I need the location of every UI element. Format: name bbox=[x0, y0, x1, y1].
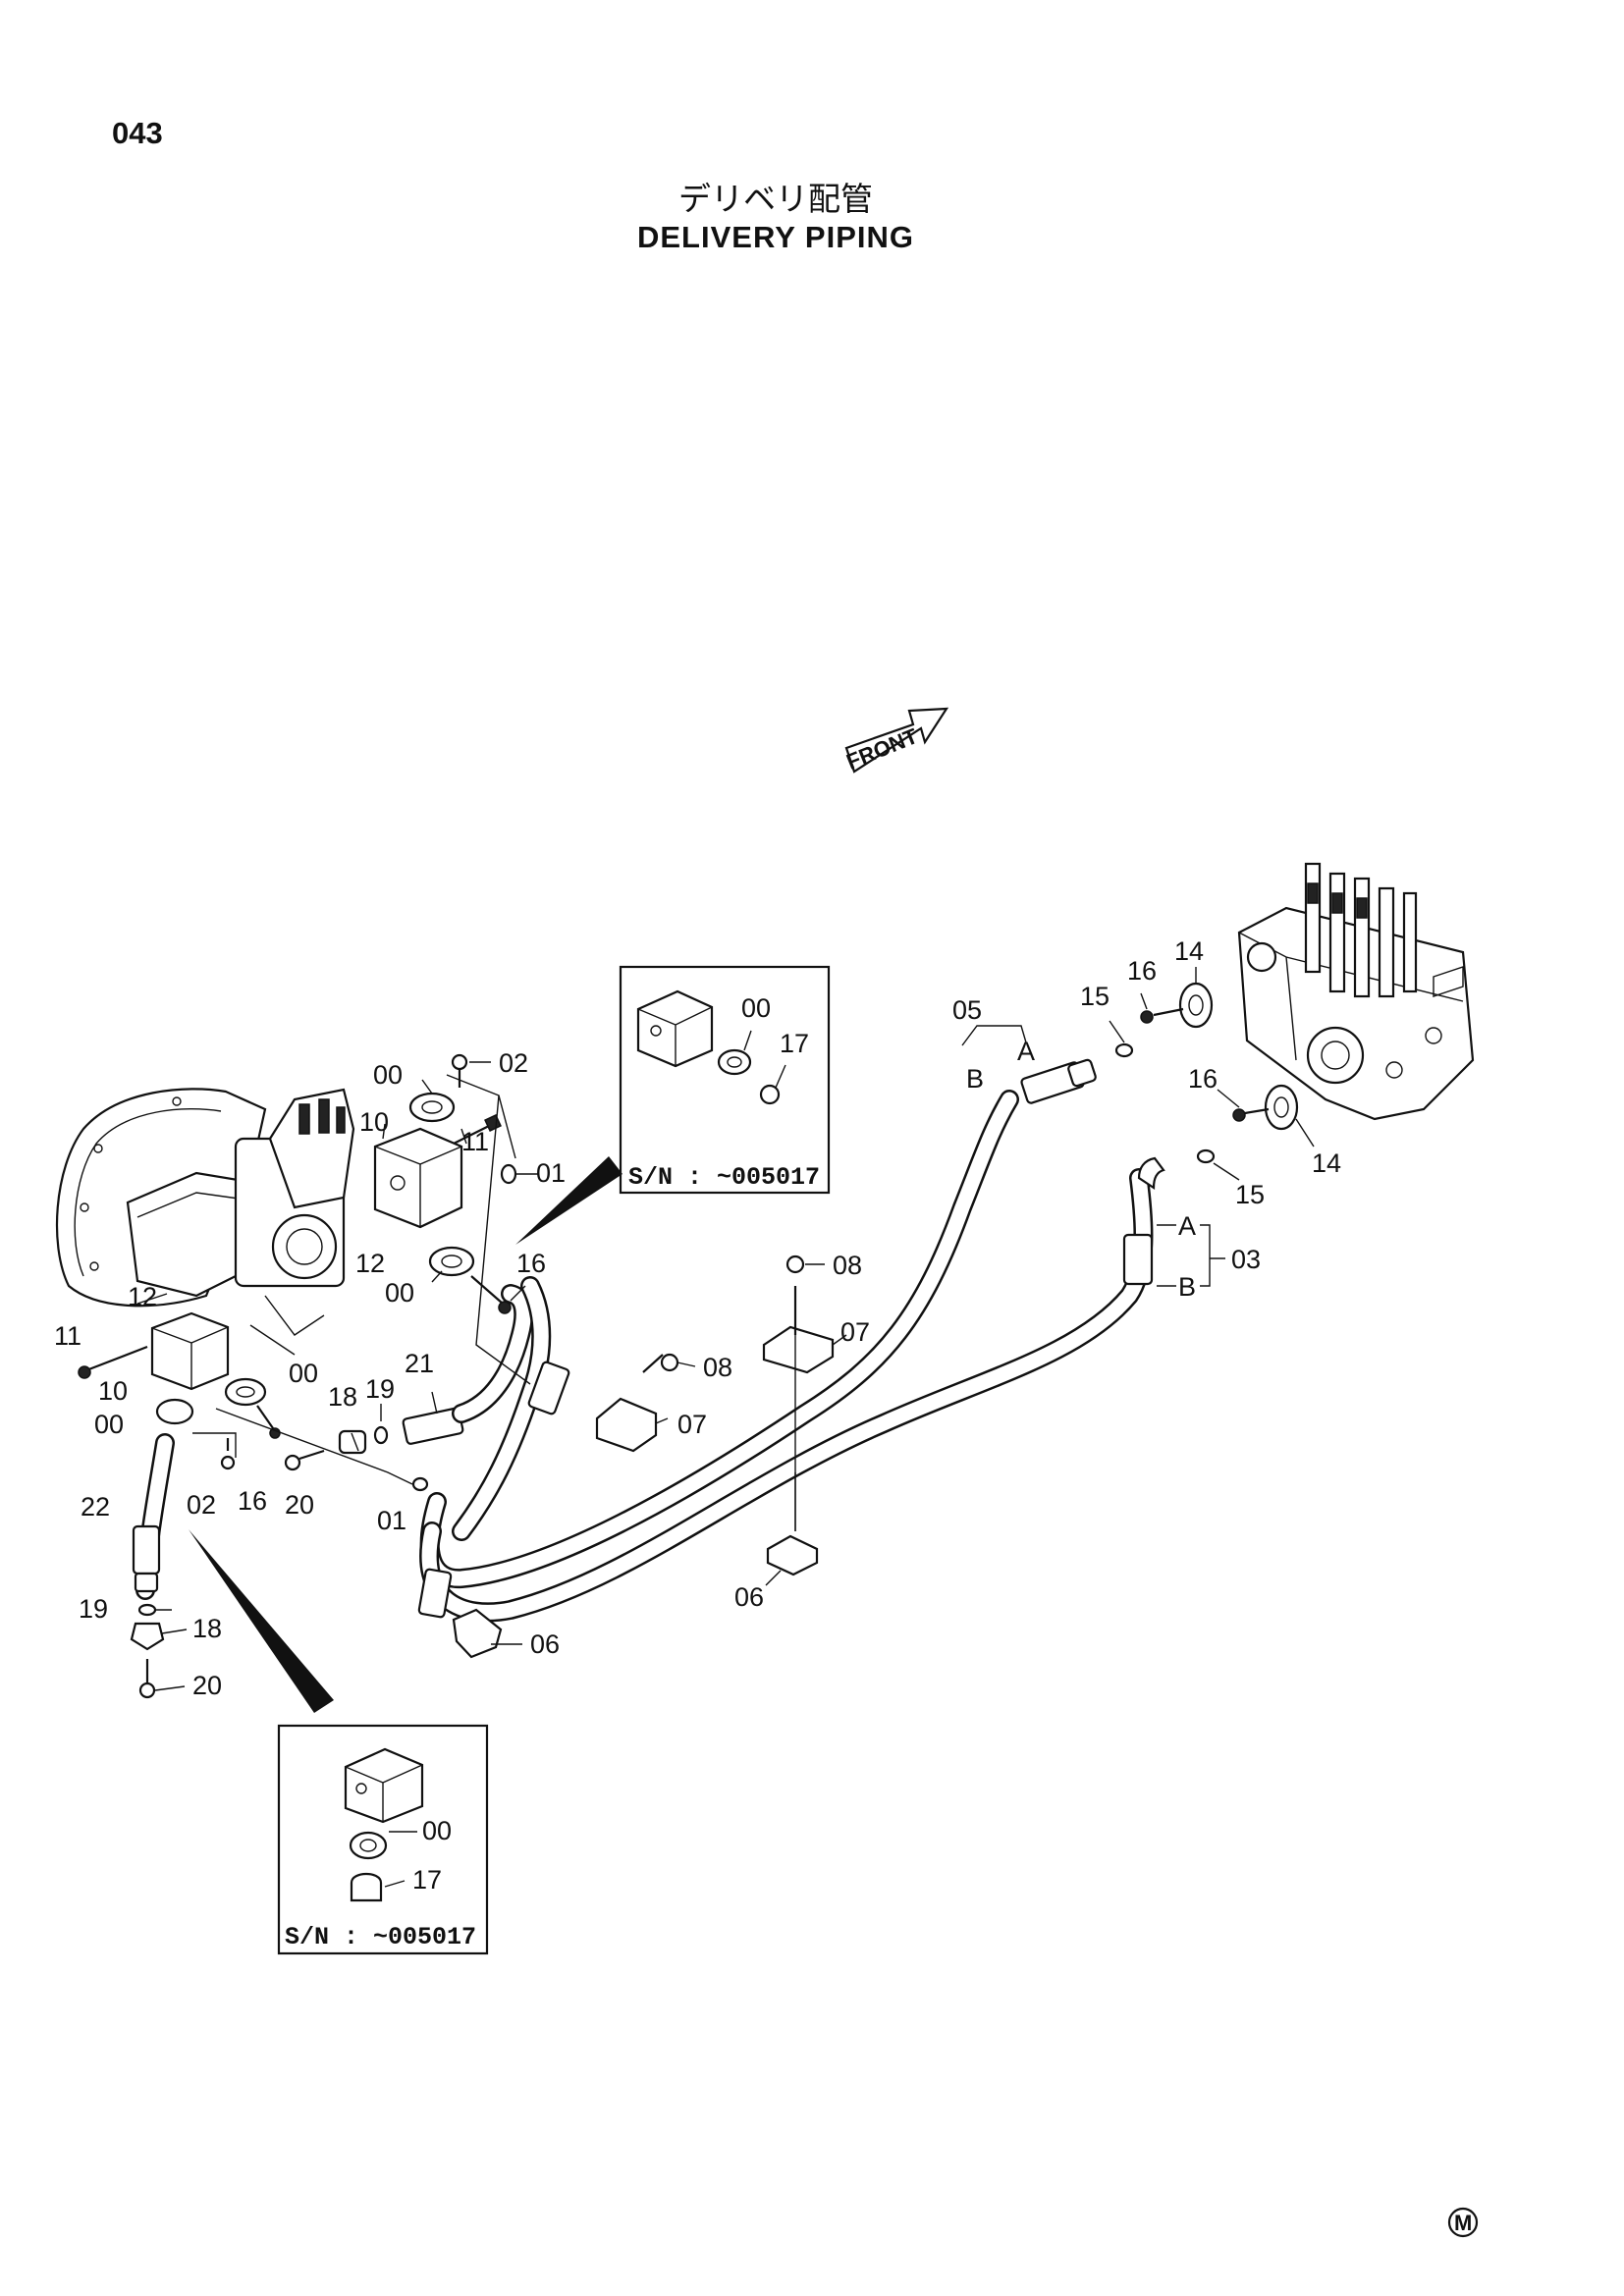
split-flange-mid bbox=[428, 1246, 475, 1277]
callout-02: 02 bbox=[499, 1048, 528, 1078]
callout-00: 00 bbox=[385, 1278, 414, 1308]
callout-18: 18 bbox=[328, 1382, 357, 1412]
hose-upper-branch bbox=[417, 1276, 570, 1619]
o-ring-19-mid bbox=[373, 1425, 389, 1445]
callout-20: 20 bbox=[285, 1490, 314, 1520]
inset-top-label-00: 00 bbox=[741, 993, 771, 1023]
bolt-02-lower bbox=[220, 1438, 236, 1470]
main-hose-05 bbox=[419, 1058, 1097, 1589]
callout-14: 14 bbox=[1174, 936, 1204, 966]
split-flange-14-lower bbox=[1264, 1084, 1299, 1131]
callout-16: 16 bbox=[1188, 1064, 1218, 1094]
callout-08: 08 bbox=[703, 1353, 732, 1382]
callout-22: 22 bbox=[81, 1492, 110, 1522]
inset-pointer-top bbox=[515, 1156, 623, 1245]
main-hose-03 bbox=[419, 1156, 1165, 1623]
callout-19: 19 bbox=[79, 1594, 108, 1624]
callout-01: 01 bbox=[536, 1158, 566, 1188]
inset-bottom-label-00: 00 bbox=[422, 1816, 452, 1845]
callout-14: 14 bbox=[1312, 1148, 1341, 1178]
callout-19: 19 bbox=[365, 1374, 395, 1404]
callout-00: 00 bbox=[289, 1359, 318, 1388]
inset-bottom-label-17: 17 bbox=[412, 1865, 442, 1895]
adapter-18-mid bbox=[338, 1429, 367, 1455]
bolt-02-upper bbox=[451, 1053, 468, 1088]
callout-02: 02 bbox=[187, 1490, 216, 1520]
control-valve bbox=[1237, 862, 1475, 1121]
callout-12: 12 bbox=[128, 1282, 157, 1311]
callout-00: 00 bbox=[94, 1410, 124, 1439]
hose-22 bbox=[132, 1398, 194, 1600]
bracket-06-left bbox=[452, 1608, 503, 1659]
inset-top-serial: S/N : ~005017 bbox=[628, 1163, 820, 1192]
split-flange-lower bbox=[224, 1377, 267, 1407]
callout-10: 10 bbox=[359, 1107, 389, 1137]
callout-labels: 00 02 10 11 01 12 12 00 16 11 10 00 00 1… bbox=[54, 936, 1341, 1700]
leader-lines bbox=[136, 967, 1315, 1691]
bolt-16-mid bbox=[470, 1275, 512, 1314]
callout-06: 06 bbox=[734, 1582, 764, 1612]
bolt-20-lower bbox=[138, 1659, 156, 1699]
o-ring-upper bbox=[500, 1163, 517, 1185]
callout-00: 00 bbox=[373, 1060, 403, 1090]
bolt-16-upper-right bbox=[1140, 1007, 1184, 1024]
callout-20: 20 bbox=[192, 1671, 222, 1700]
inset-top-label-17: 17 bbox=[780, 1029, 809, 1058]
page-number: 043 bbox=[112, 116, 163, 150]
hose03-end-b: B bbox=[1178, 1272, 1196, 1302]
callout-10: 10 bbox=[98, 1376, 128, 1406]
callout-16: 16 bbox=[238, 1486, 267, 1516]
o-ring-15-upper bbox=[1114, 1042, 1134, 1058]
inset-pointer-bottom bbox=[189, 1529, 334, 1713]
bolt-11-lower bbox=[78, 1345, 148, 1379]
hose05-end-b: B bbox=[966, 1064, 984, 1094]
split-flange-14-upper bbox=[1178, 982, 1214, 1029]
callout-15: 15 bbox=[1235, 1180, 1265, 1209]
clamp-07-left bbox=[595, 1353, 679, 1453]
bolt-20-mid bbox=[284, 1449, 325, 1471]
bolt-16-lower bbox=[256, 1405, 281, 1439]
inset-bottom: 00 17 S/N : ~005017 bbox=[277, 1724, 489, 1955]
front-label: FRONT bbox=[843, 723, 922, 774]
callout-11: 11 bbox=[54, 1321, 81, 1351]
callout-16: 16 bbox=[516, 1249, 546, 1278]
pump-assembly bbox=[55, 1088, 355, 1356]
adapter-18-lower bbox=[130, 1622, 165, 1651]
o-ring-15-lower bbox=[1196, 1148, 1216, 1164]
inset-top: 00 17 S/N : ~005017 bbox=[619, 965, 831, 1195]
corner-mark: M bbox=[1447, 2207, 1479, 2238]
title-english: DELIVERY PIPING bbox=[636, 220, 914, 254]
o-ring-19-lower bbox=[137, 1603, 157, 1617]
callout-15: 15 bbox=[1080, 982, 1110, 1011]
callout-03: 03 bbox=[1231, 1245, 1261, 1274]
callout-21: 21 bbox=[405, 1349, 434, 1378]
flange-block-upper bbox=[373, 1127, 463, 1229]
callout-18: 18 bbox=[192, 1614, 222, 1643]
corner-mark-letter: M bbox=[1454, 2211, 1472, 2235]
callout-05: 05 bbox=[952, 995, 982, 1025]
bolt-16-lower-right bbox=[1232, 1107, 1270, 1122]
callout-16: 16 bbox=[1127, 956, 1157, 986]
o-ring-01-lower bbox=[411, 1476, 429, 1492]
callout-07: 07 bbox=[840, 1317, 870, 1347]
callout-07: 07 bbox=[677, 1410, 707, 1439]
title-japanese: デリベリ配管 bbox=[678, 180, 873, 218]
inset-bottom-serial: S/N : ~005017 bbox=[285, 1923, 476, 1951]
hose03-end-a: A bbox=[1178, 1211, 1196, 1241]
clamp-07-right bbox=[762, 1255, 835, 1374]
callout-01: 01 bbox=[377, 1506, 406, 1535]
split-flange-upper bbox=[408, 1092, 456, 1123]
callout-12: 12 bbox=[355, 1249, 385, 1278]
callout-06: 06 bbox=[530, 1629, 560, 1659]
flange-block-lower bbox=[150, 1311, 230, 1391]
hose05-end-a: A bbox=[1017, 1037, 1035, 1066]
callout-08: 08 bbox=[833, 1251, 862, 1280]
hose-21 bbox=[402, 1284, 534, 1445]
front-arrow-icon: FRONT bbox=[843, 707, 949, 774]
callout-11: 11 bbox=[461, 1127, 489, 1156]
